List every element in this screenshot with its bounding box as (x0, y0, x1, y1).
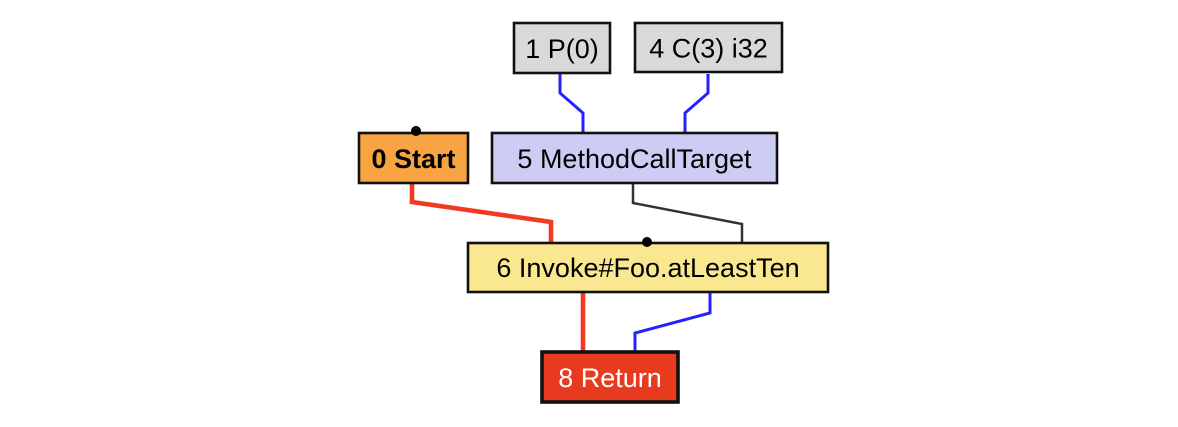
edge-invoke-to-return-data (633, 292, 712, 353)
node-start[interactable]: 0 Start (357, 126, 470, 185)
node-parameter-p0-box[interactable] (512, 21, 612, 75)
node-method-call-target-box[interactable] (490, 131, 779, 185)
node-constant-c3-i32-box[interactable] (633, 21, 784, 74)
node-invoke[interactable]: 6 Invoke#Foo.atLeastTen (466, 237, 830, 294)
edge-start-to-invoke (409, 183, 554, 244)
invoke-anchor-dot (642, 237, 652, 247)
start-anchor-dot (411, 126, 421, 136)
node-method-call-target[interactable]: 5 MethodCallTarget (490, 131, 779, 185)
node-invoke-label: 6 Invoke#Foo.atLeastTen (496, 253, 799, 283)
node-constant-c3-i32-label: 4 C(3) i32 (649, 34, 768, 64)
node-return-label: 8 Return (558, 363, 662, 393)
node-method-call-target-label: 5 MethodCallTarget (517, 144, 752, 174)
node-return[interactable]: 8 Return (540, 350, 680, 404)
edge-c3i32-to-methodcalltarget (683, 74, 710, 134)
node-constant-c3-i32[interactable]: 4 C(3) i32 (633, 21, 784, 74)
node-start-label: 0 Start (371, 144, 455, 174)
node-parameter-p0[interactable]: 1 P(0) (512, 21, 612, 75)
edge-p0-to-methodcalltarget (558, 74, 585, 134)
node-parameter-p0-label: 1 P(0) (525, 34, 599, 64)
node-return-box[interactable] (540, 350, 680, 404)
node-invoke-box[interactable] (466, 241, 830, 294)
edge-methodcalltarget-to-invoke (631, 183, 744, 244)
